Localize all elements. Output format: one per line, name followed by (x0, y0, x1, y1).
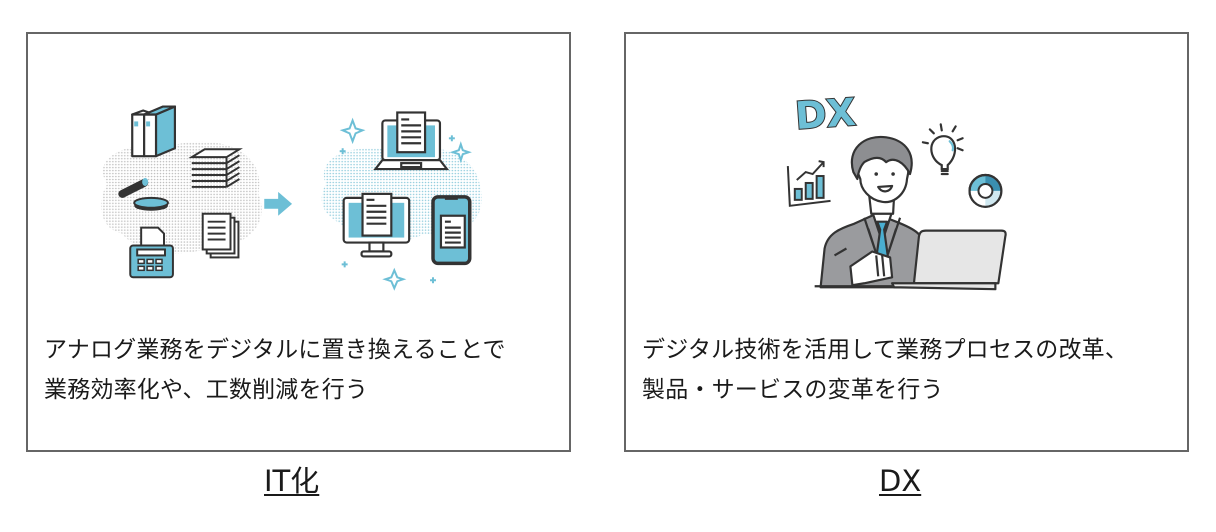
it-caption: IT化 (264, 464, 320, 498)
dx-badge: DX (793, 89, 858, 139)
it-illustration (101, 105, 482, 291)
binder-icon (131, 105, 177, 158)
arrow-right-icon (264, 191, 293, 216)
paper-stack-icon (188, 148, 243, 188)
laptop-document-icon (373, 111, 450, 171)
monitor-document-icon (342, 192, 411, 258)
lightbulb-icon (921, 123, 964, 176)
donut-chart-icon (968, 173, 1003, 208)
fax-icon (129, 226, 174, 279)
dx-illustration: DX (786, 89, 1007, 291)
svg-text:DX: DX (794, 90, 857, 138)
dx-description-line-1: デジタル技術を活用して業務プロセスの改革、 (642, 337, 1129, 363)
dx-description-line-2: 製品・サービスの変革を行う (642, 377, 944, 403)
it-description-line-2: 業務効率化や、工数削減を行う (44, 377, 369, 403)
businessman-icon (819, 135, 937, 289)
dx-caption: DX (879, 464, 922, 498)
document-icon (201, 212, 240, 259)
it-description-line-1: アナログ業務をデジタルに置き換えることで (44, 337, 506, 363)
bar-chart-icon (786, 160, 831, 207)
stamp-icon (118, 178, 169, 211)
it-panel: アナログ業務をデジタルに置き換えることで 業務効率化や、工数削減を行う (26, 32, 571, 452)
sparkle-icon (339, 117, 472, 291)
smartphone-document-icon (431, 195, 472, 266)
dx-panel: DX (624, 32, 1189, 452)
it-description: アナログ業務をデジタルに置き換えることで 業務効率化や、工数削減を行う (44, 330, 559, 410)
laptop-icon (814, 229, 1007, 291)
dx-description: デジタル技術を活用して業務プロセスの改革、 製品・サービスの変革を行う (642, 330, 1177, 410)
